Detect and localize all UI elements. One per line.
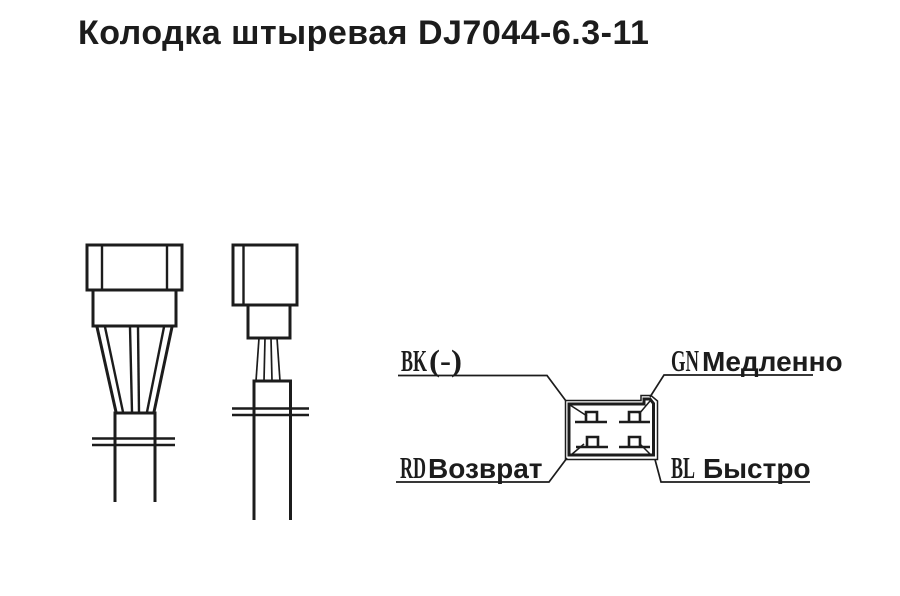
wire-fan [95, 326, 174, 413]
pin-gn-code: GN [671, 343, 699, 378]
pin-rd-label: Возврат [428, 453, 542, 484]
connector-front-view-drawing [85, 243, 184, 502]
pin-terminal-top-right [619, 410, 650, 424]
pin-rd-code: RD [400, 450, 426, 485]
pinout-diagram: BK (-) GN Медленно RD Возврат BL Быстро [396, 343, 843, 485]
cable-sleeve [232, 379, 309, 520]
pin-terminal-bottom-left [576, 435, 608, 449]
pin-gn-label: Медленно [702, 346, 843, 377]
pin-terminal-top-left [575, 410, 607, 424]
wire-bundle [255, 337, 281, 382]
pin-terminal-bottom-right [619, 435, 650, 449]
page-title: Колодка штыревая DJ7044-6.3-11 [78, 14, 650, 52]
connector-side-view-drawing [231, 243, 309, 520]
pin-bk-code: BK [401, 343, 427, 378]
bl-leader-line [654, 459, 810, 483]
connector-housing [231, 243, 299, 340]
connector-face-outline [564, 394, 659, 461]
gn-leader-line [649, 374, 813, 398]
pin-bl-label: Быстро [703, 453, 811, 484]
pin-bk-label: (-) [429, 343, 462, 378]
pin-pointer-lines [569, 400, 652, 456]
bk-leader-line [398, 374, 567, 402]
cable-sleeve [92, 411, 175, 502]
connector-housing [85, 243, 184, 328]
rd-leader-line [396, 457, 568, 483]
pin-bl-code: BL [671, 450, 695, 485]
